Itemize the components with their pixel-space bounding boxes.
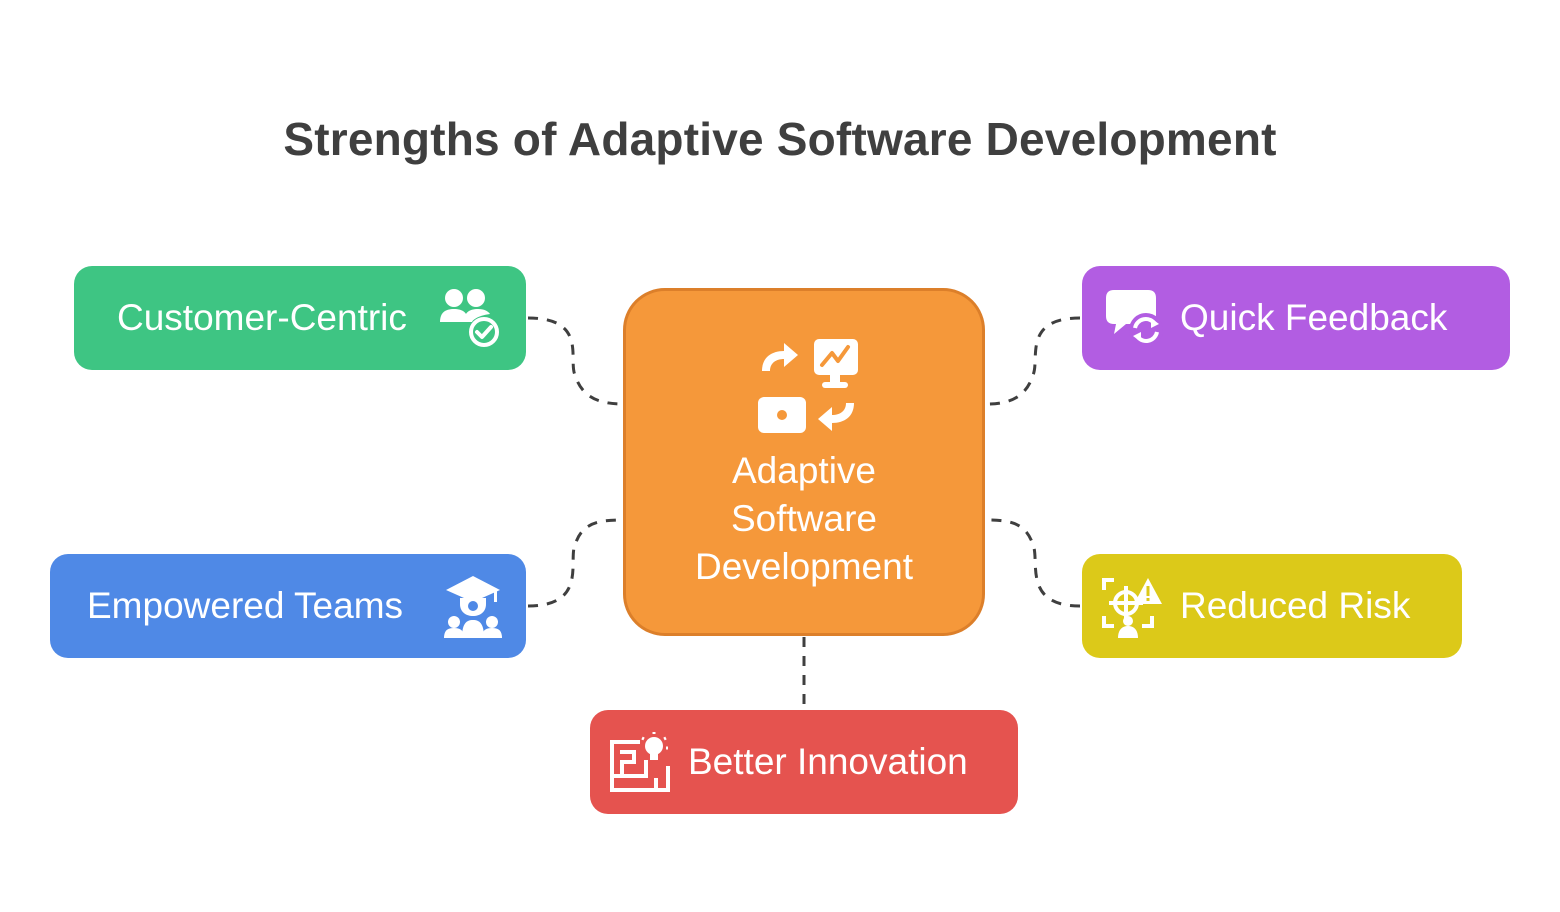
maze-lightbulb-icon bbox=[610, 732, 672, 794]
node-empowered-teams-label: Empowered Teams bbox=[87, 585, 404, 626]
connector-risk bbox=[986, 518, 1081, 608]
connector-customer bbox=[527, 316, 624, 406]
node-better-innovation-label: Better Innovation bbox=[688, 741, 968, 782]
center-label: Adaptive Software Development bbox=[626, 447, 982, 591]
center-label-line-2: Software bbox=[730, 498, 877, 539]
users-check-icon bbox=[440, 286, 502, 348]
node-reduced-risk: Reduced Risk bbox=[1082, 554, 1462, 658]
node-customer-centric-label: Customer-Centric bbox=[117, 297, 407, 338]
connector-feedback bbox=[986, 316, 1081, 406]
center-label-line-1: Adaptive bbox=[732, 450, 876, 491]
node-reduced-risk-label: Reduced Risk bbox=[1180, 585, 1411, 626]
connector-teams bbox=[527, 518, 624, 608]
node-quick-feedback-label: Quick Feedback bbox=[1180, 297, 1448, 338]
diagram-title: Strengths of Adaptive Software Developme… bbox=[283, 113, 1277, 165]
node-better-innovation: Better Innovation bbox=[590, 710, 1018, 814]
chat-refresh-icon bbox=[1102, 286, 1164, 348]
risk-target-warning-icon bbox=[1102, 576, 1164, 638]
node-quick-feedback: Quick Feedback bbox=[1082, 266, 1510, 370]
center-node: Adaptive Software Development bbox=[623, 288, 985, 636]
node-empowered-teams: Empowered Teams bbox=[50, 554, 526, 658]
adaptive-workflow-icon bbox=[756, 337, 860, 437]
center-label-line-3: Development bbox=[694, 546, 913, 587]
graduate-team-icon bbox=[442, 576, 504, 638]
node-customer-centric: Customer-Centric bbox=[74, 266, 526, 370]
